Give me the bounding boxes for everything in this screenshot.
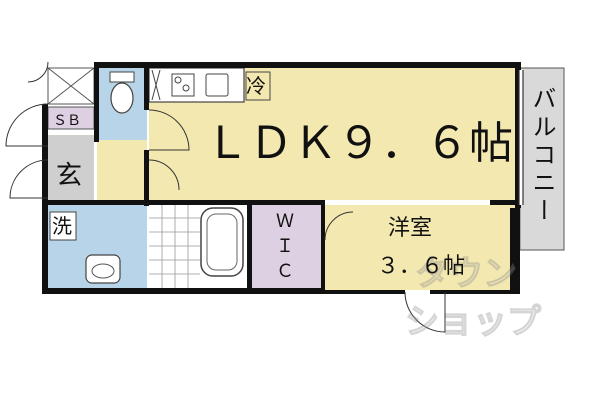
bathtub-icon bbox=[200, 207, 244, 277]
kitchen-counter bbox=[148, 67, 245, 103]
wash-label-front: 洗 bbox=[52, 214, 72, 238]
fridge-label: 冷 bbox=[246, 74, 266, 98]
svg-text:タウン: タウン bbox=[415, 254, 517, 294]
western-label-line1: 洋室 bbox=[388, 216, 432, 241]
wic-room bbox=[252, 205, 323, 290]
balcony-label: バルコニー bbox=[528, 86, 556, 226]
entrance-area bbox=[48, 135, 94, 203]
balcony-window bbox=[518, 70, 524, 205]
wic-label-w: Ｗ bbox=[276, 211, 294, 232]
door-swings bbox=[5, 61, 446, 333]
watermark: タウン ショップ bbox=[404, 253, 541, 342]
entrance-label: 玄 bbox=[56, 161, 82, 191]
svg-text:ショップ: ショップ bbox=[405, 302, 541, 342]
wic-label-i: Ｉ bbox=[276, 236, 294, 257]
toilet-icon bbox=[109, 71, 135, 114]
shoe-box-label: ＳＢ bbox=[53, 113, 81, 129]
bath-tile-grid bbox=[149, 205, 200, 290]
wic-label-c: Ｃ bbox=[276, 261, 294, 282]
western-room bbox=[325, 205, 520, 290]
washbasin-icon bbox=[85, 254, 121, 284]
hall-passage bbox=[97, 140, 147, 202]
ldk-label: ＬＤＫ９．６帖 bbox=[205, 118, 513, 169]
western-label-line2: ３．６帖 bbox=[377, 254, 465, 279]
walls bbox=[42, 62, 521, 294]
balcony-area bbox=[519, 67, 565, 251]
